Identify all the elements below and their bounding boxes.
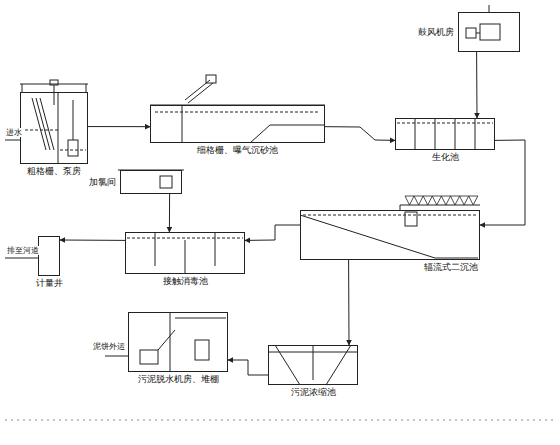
structure-name: 污泥浓缩池 — [290, 387, 337, 397]
structure-name: 计量井 — [35, 278, 64, 288]
structure-box: 细格栅、曝气沉砂池 — [150, 105, 325, 143]
pipe-connector — [325, 127, 395, 141]
pipe-connector — [228, 360, 268, 375]
structure-box: 辐流式二沉池 — [300, 210, 480, 260]
structure-box: 污泥脱水机房、堆棚 — [128, 312, 228, 372]
structure-label: 粗格栅、泵房 — [26, 166, 82, 177]
pipe-connector — [476, 52, 477, 118]
structure-label: 污泥脱水机房、堆棚 — [137, 374, 220, 385]
structure-name: 细格栅、曝气沉砂池 — [196, 145, 279, 155]
structure-box: 污泥浓缩池 — [268, 345, 358, 385]
structure-box: 加氯间 — [120, 170, 182, 194]
note-text: 泥饼外运 — [92, 342, 126, 351]
structure-box: 鼓风机房 — [458, 12, 520, 52]
pipe-connector — [88, 126, 150, 127]
pipe-connector — [480, 140, 525, 225]
structure-label: 计量井 — [35, 278, 64, 289]
note-text: 进水 — [5, 128, 23, 137]
flow-note: 进水 — [5, 128, 23, 138]
note-text: 排至河道 — [6, 246, 40, 255]
structure-name: 鼓风机房 — [417, 27, 455, 37]
pipe-connector — [245, 225, 300, 240]
structure-label: 生化池 — [431, 152, 460, 163]
structure-label: 辐流式二沉池 — [423, 262, 479, 273]
flow-note: 泥饼外运 — [92, 342, 126, 352]
pipe-connector — [169, 194, 170, 232]
structure-name: 接触消毒池 — [162, 276, 209, 286]
flow-note: 排至河道 — [6, 246, 40, 256]
structure-name: 污泥脱水机房、堆棚 — [137, 374, 220, 384]
structure-label: 加氯间 — [88, 177, 117, 188]
structure-name: 辐流式二沉池 — [423, 262, 479, 272]
structure-box: 生化池 — [395, 118, 495, 150]
structure-label: 污泥浓缩池 — [290, 387, 337, 398]
pipe-connector — [348, 260, 349, 345]
structure-label: 鼓风机房 — [417, 27, 455, 38]
structure-label: 接触消毒池 — [162, 276, 209, 287]
structure-name: 生化池 — [431, 152, 460, 162]
pipe-connector — [60, 240, 125, 241]
structure-box: 计量井 — [38, 236, 60, 276]
structure-box: 粗格栅、泵房 — [20, 92, 88, 164]
structure-name: 加氯间 — [88, 177, 117, 187]
structure-label: 细格栅、曝气沉砂池 — [196, 145, 279, 156]
structure-box: 接触消毒池 — [125, 232, 245, 274]
structure-name: 粗格栅、泵房 — [26, 166, 82, 176]
